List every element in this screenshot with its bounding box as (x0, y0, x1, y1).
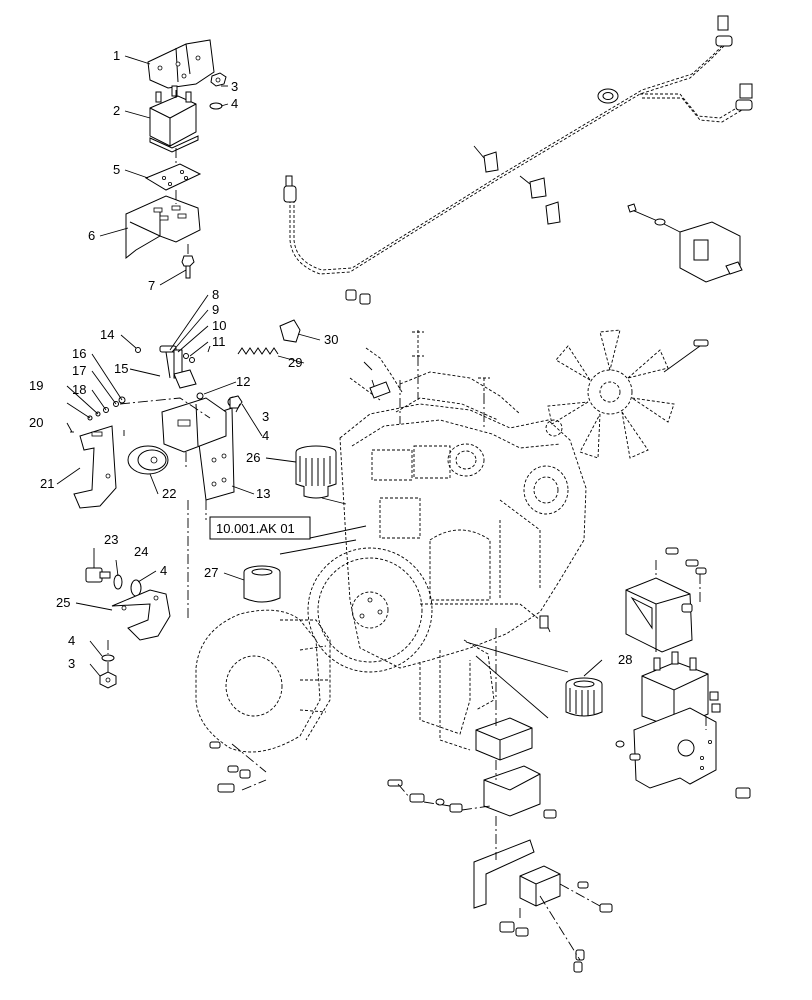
callout-20: 20 (29, 415, 43, 430)
isolator-22 (127, 445, 169, 475)
callout-6: 6 (88, 228, 95, 243)
rear-mount-hardware (209, 741, 613, 973)
washer-4-lower-b (101, 654, 115, 662)
filter-28 (565, 677, 603, 717)
rear-mount-upper (475, 717, 541, 817)
clip-30 (279, 319, 301, 343)
front-mount-lower-bracket (633, 707, 717, 789)
callout-numbers: 1 2 3 4 5 6 7 8 9 10 11 12 13 14 15 16 1… (29, 48, 632, 671)
washer-24 (113, 574, 123, 590)
callout-17: 17 (72, 363, 86, 378)
callout-2: 2 (113, 103, 120, 118)
callout-25: 25 (56, 595, 70, 610)
isolator-2-top (149, 85, 199, 153)
rear-mount-centerlines (231, 628, 601, 961)
mount-bracket-top (147, 39, 215, 89)
engine-leaders (363, 356, 485, 430)
engine-block (339, 330, 587, 669)
fan-blade (545, 329, 709, 459)
callout-4: 4 (231, 96, 238, 111)
callout-29: 29 (288, 355, 302, 370)
washer-4-lower-a (130, 579, 142, 597)
callout-1: 1 (113, 48, 120, 63)
callout-3: 3 (231, 79, 238, 94)
callout-10: 10 (212, 318, 226, 333)
centerline-mount-stack (175, 90, 189, 256)
callout-9: 9 (212, 302, 219, 317)
callout-12: 12 (236, 374, 250, 389)
callout-15: 15 (114, 361, 128, 376)
callout-4-b: 4 (262, 428, 269, 443)
oil-filter-27 (243, 565, 281, 603)
callout-14: 14 (100, 327, 114, 342)
callout-18: 18 (72, 382, 86, 397)
fuel-filter-26 (295, 445, 347, 505)
callout-13: 13 (256, 486, 270, 501)
rear-mount-lower (473, 839, 561, 909)
callout-22: 22 (162, 486, 176, 501)
sensor-harness (283, 15, 753, 305)
callout-26: 26 (246, 450, 260, 465)
callout-8: 8 (212, 287, 219, 302)
front-mount-bracket (625, 577, 693, 653)
nut-3-top (210, 72, 227, 87)
front-mount-hardware (615, 547, 751, 799)
callout-28: 28 (618, 652, 632, 667)
callout-30: 30 (324, 332, 338, 347)
flywheel-housing (195, 609, 331, 753)
callout-11: 11 (212, 334, 226, 349)
bracket-6 (125, 195, 201, 260)
filter-28-leaders (465, 615, 569, 719)
centerlines-upper-left (119, 397, 211, 620)
callout-5: 5 (113, 162, 120, 177)
plate-5 (144, 163, 202, 191)
harness-clips (473, 145, 561, 225)
spring-29 (237, 347, 279, 355)
callout-leaders (56, 55, 603, 677)
callout-19: 19 (29, 378, 43, 393)
bolt-7 (181, 255, 195, 279)
callout-23: 23 (104, 532, 118, 547)
bracket-plate-15 (161, 397, 227, 453)
reference-box[interactable]: 10.001.AK 01 (209, 516, 311, 540)
callout-4-c: 4 (160, 563, 167, 578)
nut-3-lower (99, 671, 117, 689)
strap-25 (111, 589, 171, 641)
bolt-23 (85, 567, 111, 583)
callout-3-c: 3 (68, 656, 75, 671)
clamp-21 (73, 425, 117, 509)
washer-4-top (209, 102, 223, 110)
small-hardware-upper (70, 345, 243, 433)
callout-16: 16 (72, 346, 86, 361)
callout-3-b: 3 (262, 409, 269, 424)
callout-27: 27 (204, 565, 218, 580)
engine-sump (419, 639, 495, 751)
flywheel (307, 547, 433, 673)
callout-7: 7 (148, 278, 155, 293)
callout-21: 21 (40, 476, 54, 491)
harness-bracket-right (627, 203, 743, 283)
callout-4-d: 4 (68, 633, 75, 648)
reference-label: 10.001.AK 01 (216, 521, 295, 536)
callout-24: 24 (134, 544, 148, 559)
